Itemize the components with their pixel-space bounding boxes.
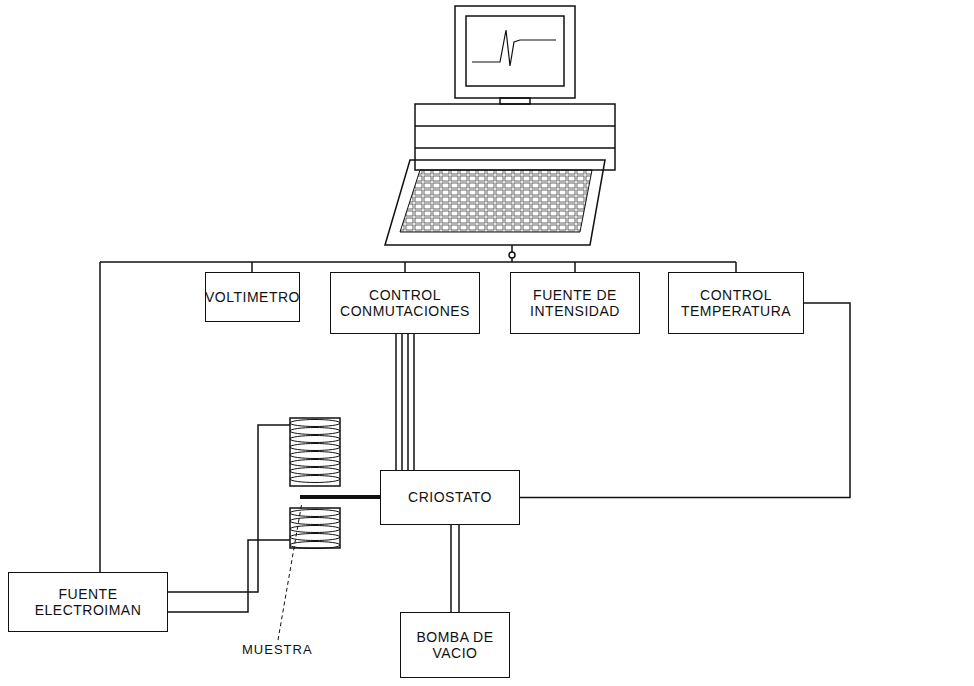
sample-rod (300, 495, 380, 499)
coil-turn (290, 542, 340, 549)
connector-symbol (509, 252, 515, 258)
coil-turn (290, 444, 340, 451)
connector-line (450, 525, 452, 612)
connector-line (395, 334, 397, 470)
coil-turn (290, 420, 340, 427)
coil-turn (290, 476, 340, 483)
current-source-box: FUENTE DE INTENSIDAD (510, 272, 640, 334)
meter-box: VOLTIMETRO (205, 272, 300, 322)
connector-line (413, 334, 415, 470)
coil-turn (290, 510, 340, 517)
connector-line (458, 525, 460, 612)
unit-line (415, 147, 615, 149)
keyboard (385, 160, 605, 245)
waveform (472, 30, 556, 66)
box-label: FUENTE ELECTROIMAN (17, 586, 159, 618)
bus-line (100, 261, 736, 263)
magnet-supply-box: FUENTE ELECTROIMAN (8, 572, 168, 632)
leader-line (278, 502, 302, 640)
keyboard-keys (400, 170, 592, 232)
connector-line (401, 334, 403, 470)
bus-stub (404, 262, 406, 272)
temperature-control-box: CONTROL TEMPERATURA (668, 272, 804, 334)
magnet-wire (168, 425, 290, 592)
switch-control-box: CONTROL CONMUTACIONES (330, 272, 480, 334)
connector (451, 525, 459, 612)
bus-stub (574, 262, 576, 272)
monitor-screen (466, 16, 564, 86)
monitor (455, 6, 575, 98)
bus-stub (735, 262, 737, 272)
coil-turn (290, 518, 340, 525)
coil-turn (290, 534, 340, 541)
box-label: BOMBA DE VACIO (409, 629, 501, 661)
cryostat-box: CRIOSTATO (380, 470, 520, 525)
callout-label: MUESTRA (240, 642, 315, 657)
unit-line (415, 125, 615, 127)
monitor-stand (500, 98, 530, 104)
magnet-wire (168, 540, 290, 612)
box-label: CONTROL CONMUTACIONES (339, 287, 471, 319)
bus-stub (251, 262, 253, 272)
coil-turn (290, 428, 340, 435)
connector (396, 334, 414, 470)
box-label: FUENTE DE INTENSIDAD (519, 287, 631, 319)
bus-stub (99, 262, 101, 572)
coil-turn (290, 452, 340, 459)
box-label: CONTROL TEMPERATURA (677, 287, 795, 319)
coil-turn (290, 436, 340, 443)
box-label: CRIOSTATO (408, 489, 492, 505)
coil-turn (290, 468, 340, 475)
connector-line (407, 334, 409, 470)
box-label: VOLTIMETRO (205, 289, 300, 305)
coil-turn (290, 460, 340, 467)
vacuum-pump-box: BOMBA DE VACIO (400, 612, 510, 678)
magnet-coil (290, 418, 340, 486)
